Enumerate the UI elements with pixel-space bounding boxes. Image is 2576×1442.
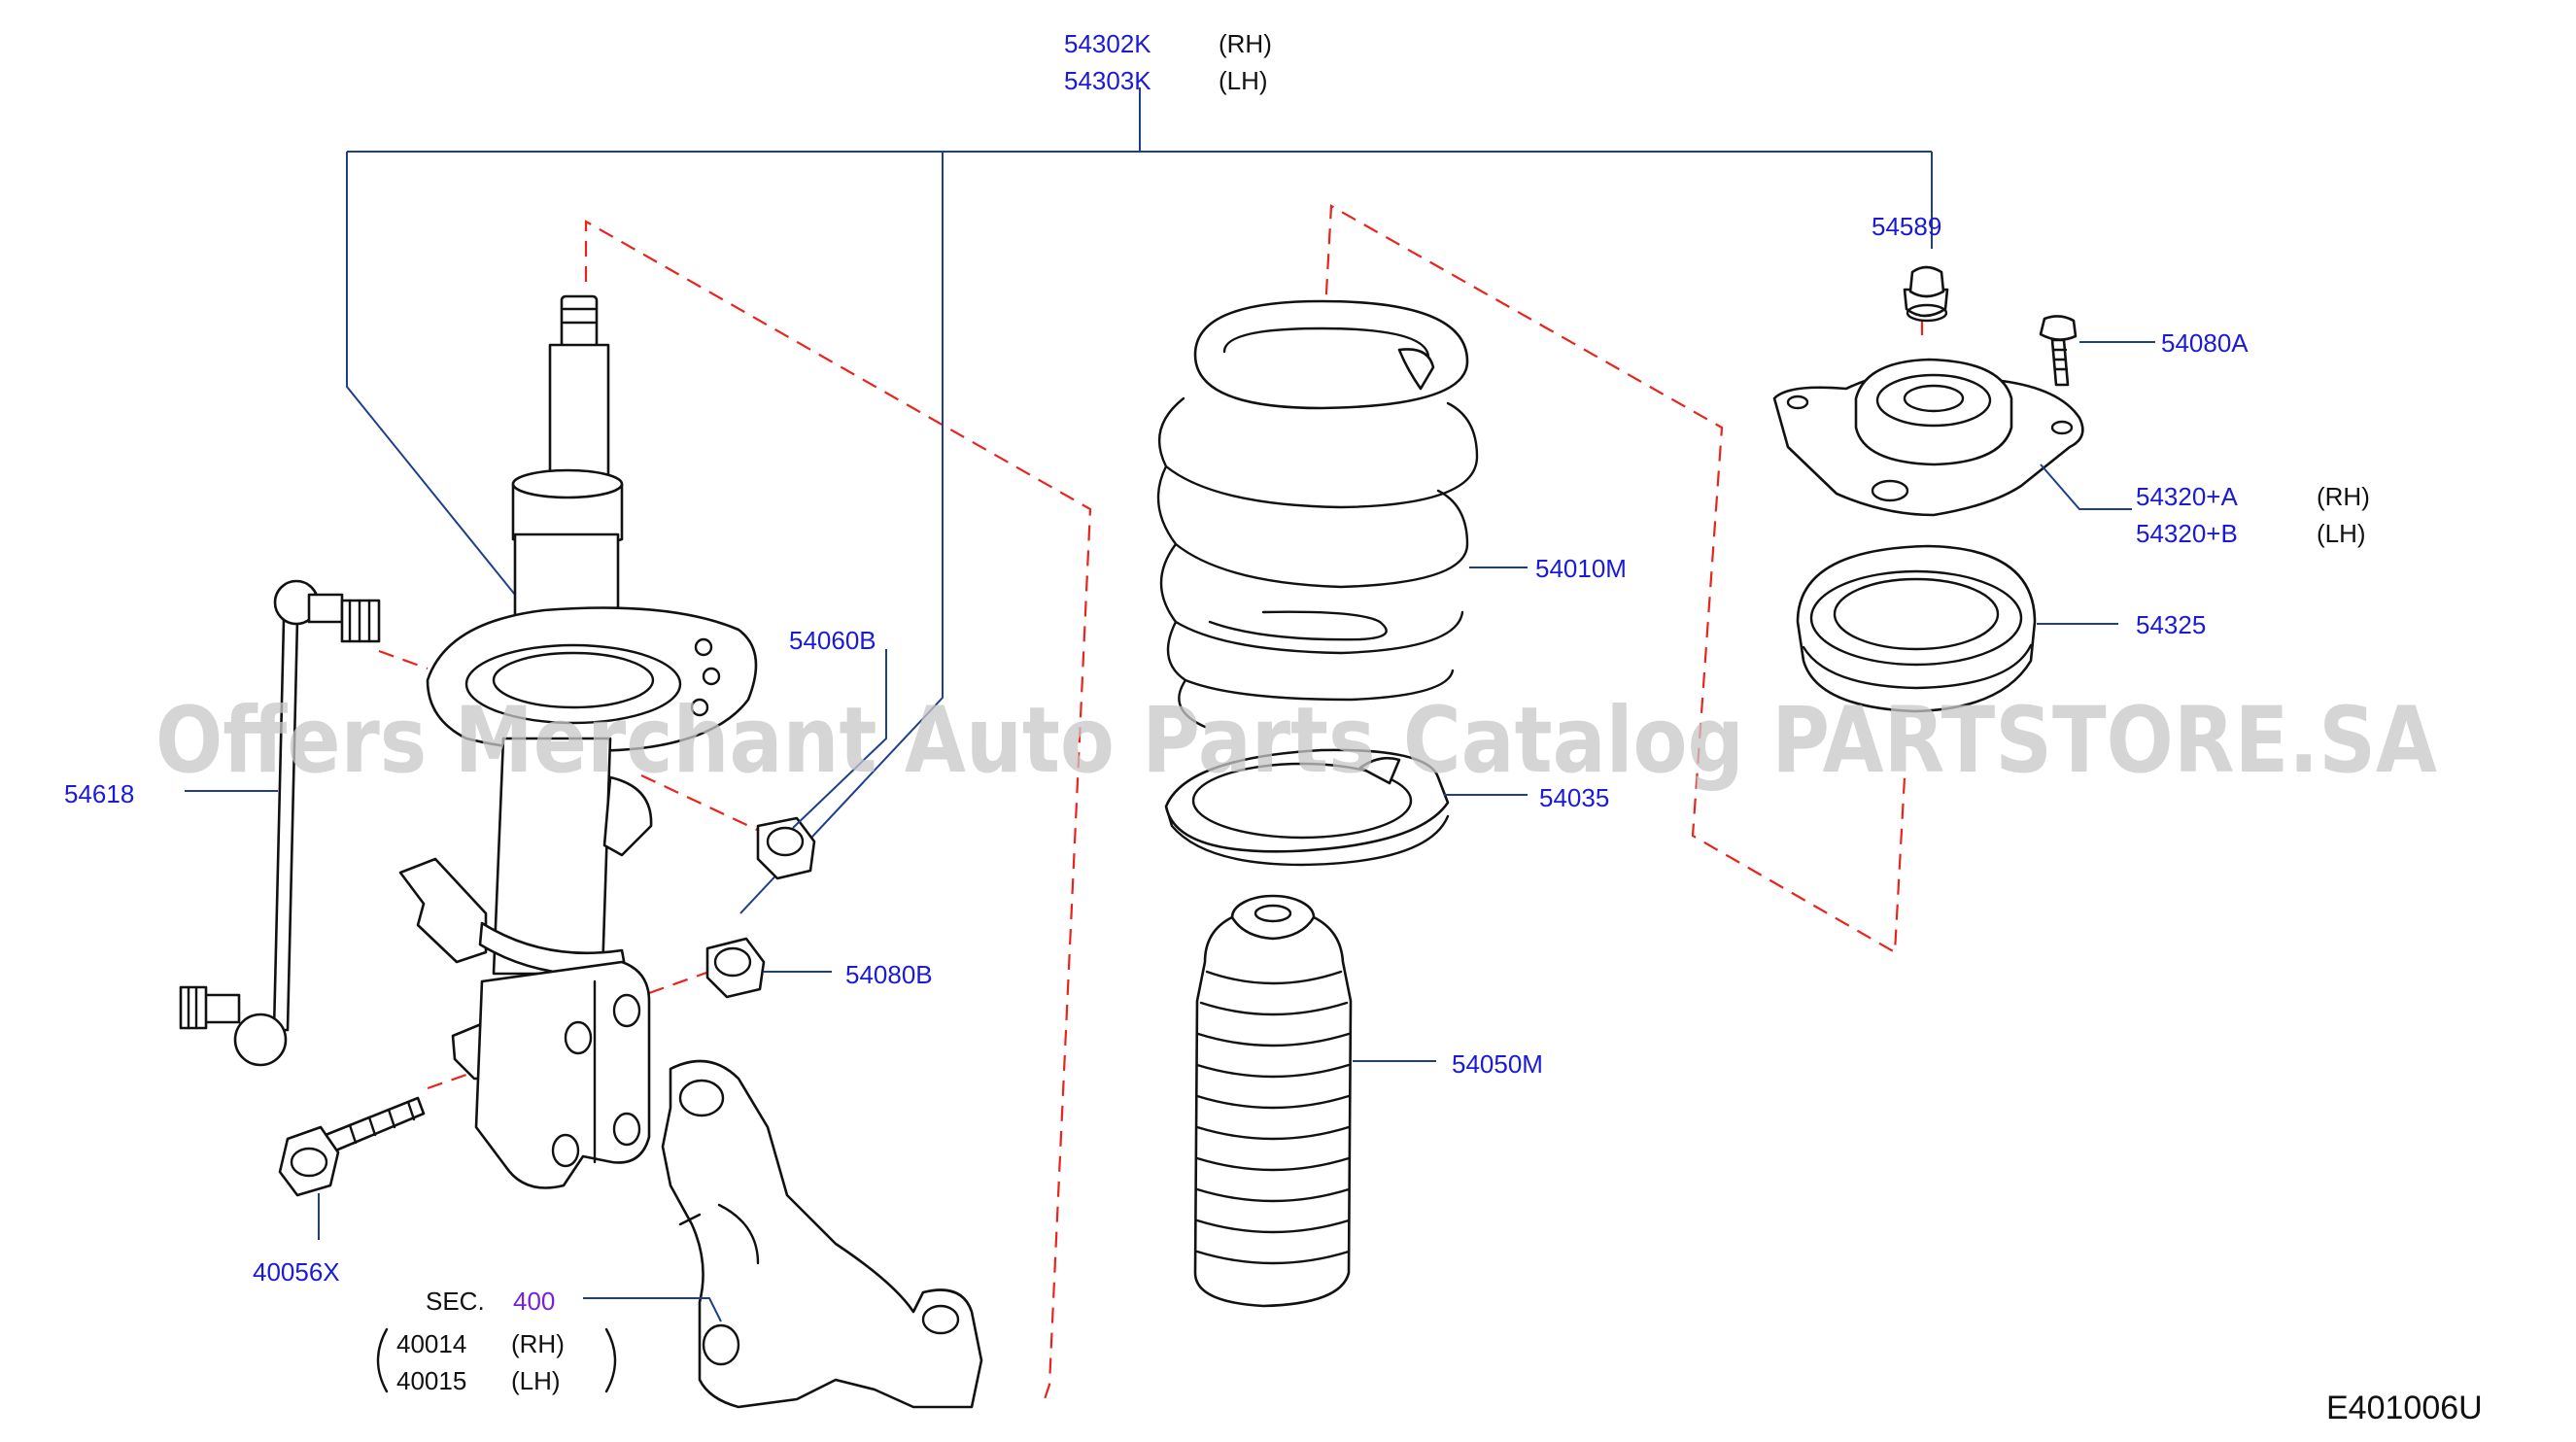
knuckle-rh-side: (RH) bbox=[511, 1329, 565, 1358]
assembly-line-spring-group bbox=[1322, 204, 1906, 954]
nut-54080b-shape bbox=[705, 937, 766, 999]
top-nut-shape bbox=[1903, 265, 1949, 323]
part-label-54618[interactable]: 54618 bbox=[64, 779, 134, 808]
section-link-400[interactable]: 400 bbox=[513, 1287, 555, 1316]
assembly-line-bolt bbox=[648, 970, 710, 995]
strut-mount-shape bbox=[1772, 358, 2084, 517]
bolt-40056x-shape bbox=[278, 1096, 426, 1197]
assembly-line-link bbox=[378, 649, 429, 670]
section-label-text: SEC. bbox=[426, 1287, 485, 1316]
stabilizer-link bbox=[179, 579, 381, 1067]
bearing-shape bbox=[1796, 544, 2037, 713]
part-label-54010m[interactable]: 54010M bbox=[1535, 554, 1627, 583]
part-label-54303k[interactable]: 54303K bbox=[1064, 66, 1151, 95]
part-label-40056x[interactable]: 40056X bbox=[253, 1257, 340, 1287]
knuckle-rh-number: 40014 bbox=[396, 1329, 466, 1358]
strut-assembly bbox=[398, 294, 758, 1189]
part-label-54050m[interactable]: 54050M bbox=[1452, 1049, 1543, 1079]
part-labels: 54302K (RH) 54303K (LH) 54589 54080A 543… bbox=[64, 29, 2370, 1395]
assembly-line-strut-top bbox=[584, 220, 1092, 1400]
nut-54060b-shape bbox=[756, 816, 816, 880]
watermark-text: Offers Merchant Auto Parts Catalog PARTS… bbox=[155, 688, 2437, 794]
side-label-rh-mount: (RH) bbox=[2317, 482, 2370, 511]
part-label-54325[interactable]: 54325 bbox=[2136, 610, 2206, 639]
bound-bumper-shape bbox=[1193, 894, 1353, 1308]
leader-lines bbox=[185, 206, 2155, 1393]
part-label-54589[interactable]: 54589 bbox=[1872, 212, 1941, 241]
part-label-54080b[interactable]: 54080B bbox=[845, 960, 933, 989]
part-label-54320b[interactable]: 54320+B bbox=[2136, 519, 2238, 548]
part-label-54302k[interactable]: 54302K bbox=[1064, 29, 1151, 58]
coil-spring-shape bbox=[1156, 299, 1479, 729]
part-label-54035[interactable]: 54035 bbox=[1539, 783, 1609, 812]
part-label-54320a[interactable]: 54320+A bbox=[2136, 482, 2238, 511]
part-label-54080a[interactable]: 54080A bbox=[2161, 328, 2249, 358]
bolt-54080a-shape bbox=[2039, 315, 2078, 387]
knuckle-shape bbox=[661, 1059, 983, 1409]
diagram-code: E401006U bbox=[2326, 1390, 2483, 1426]
side-label-rh-strut: (RH) bbox=[1219, 29, 1272, 58]
spring-seat-shape bbox=[1164, 748, 1450, 867]
knuckle-lh-number: 40015 bbox=[396, 1366, 466, 1395]
side-label-lh-mount: (LH) bbox=[2317, 519, 2366, 548]
knuckle-lh-side: (LH) bbox=[511, 1366, 561, 1395]
side-label-lh-strut: (LH) bbox=[1219, 66, 1268, 95]
part-label-54060b[interactable]: 54060B bbox=[789, 626, 876, 655]
